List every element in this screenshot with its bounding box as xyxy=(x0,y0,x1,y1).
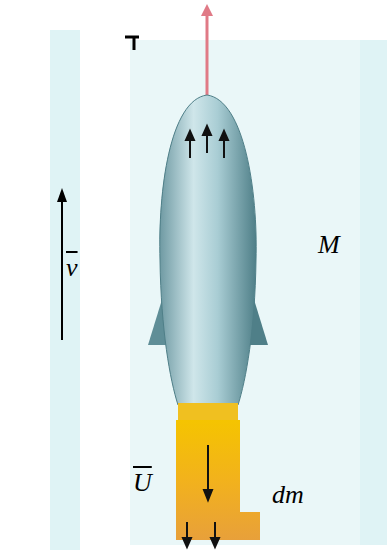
mass-element-symbol: dm xyxy=(272,482,304,508)
exhaust-velocity-symbol: U xyxy=(133,470,152,496)
mass-symbol: M xyxy=(318,232,340,258)
velocity-symbol: v xyxy=(66,255,78,281)
